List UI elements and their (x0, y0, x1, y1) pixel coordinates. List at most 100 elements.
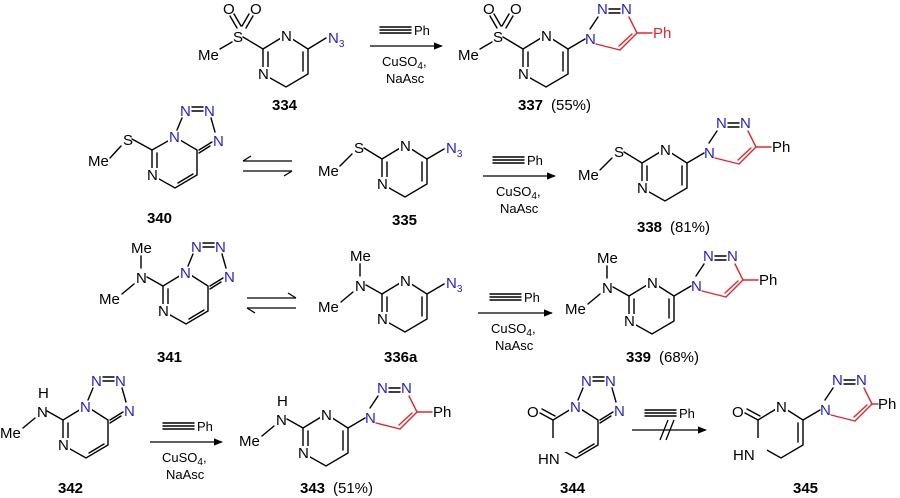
ring-nitrogen: N (647, 275, 658, 292)
triazole-nitrogen: N (377, 380, 388, 397)
hydrogen-atom: H (277, 393, 288, 410)
phenyl-label: Ph (433, 404, 451, 421)
reaction-arrow: Ph CuSO4, NaAsc (478, 290, 553, 353)
phenyl-label: Ph (679, 406, 695, 421)
azide-group: N3 (328, 30, 345, 50)
ring-nitrogen: N (377, 311, 388, 328)
compound-343: N N N H Me N N N Ph (239, 380, 451, 467)
ring-nitrogen: N (400, 273, 411, 290)
phenyl-label: Ph (527, 153, 543, 168)
tetrazole-nitrogen: N (169, 129, 180, 146)
compound-335: N N S Me N3 (318, 138, 463, 198)
triazole-nitrogen: N (691, 278, 702, 295)
phenyl-label: Ph (772, 139, 790, 156)
ring-nitrogen: N (258, 66, 269, 83)
phenyl-label: Ph (878, 396, 896, 413)
conditions-ascorbate: NaAsc (166, 467, 205, 482)
sulfur-atom: S (123, 132, 133, 149)
ring-nitrogen: N (321, 407, 332, 424)
conditions-copper: CuSO4, (496, 184, 541, 202)
compound-334: N N S O O Me N3 (198, 1, 345, 88)
oxygen-atom: O (527, 404, 539, 421)
compound-label: 345 (793, 480, 818, 497)
azide-group: N3 (446, 275, 463, 295)
ring-nitrogen: N (298, 445, 309, 462)
phenyl-label: Ph (414, 23, 430, 38)
methyl-group: Me (565, 301, 586, 318)
blocked-reaction-arrow: Ph (632, 406, 707, 441)
ring-nitrogen: N (637, 180, 648, 197)
phenyl-label: Ph (759, 272, 777, 289)
ring-nitrogen: N (518, 66, 529, 83)
methyl-group: Me (88, 153, 109, 170)
tetrazole-nitrogen: N (605, 373, 616, 390)
compound-342: N N N N N N H Me (0, 373, 135, 459)
triazole-nitrogen: N (401, 380, 412, 397)
oxygen-atom: O (223, 1, 235, 18)
tetrazole-nitrogen: N (180, 103, 191, 120)
oxygen-atom: O (250, 1, 262, 18)
methyl-group: Me (597, 250, 618, 267)
methyl-group: Me (131, 240, 152, 257)
conditions-copper: CuSO4, (162, 450, 207, 468)
methyl-group: Me (318, 163, 339, 180)
lactam-nh: HN (538, 451, 560, 468)
compound-label: 343 (300, 480, 325, 497)
compound-label: 338 (637, 219, 662, 236)
amine-nitrogen: N (355, 278, 366, 295)
compound-label: 336a (384, 349, 418, 366)
ring-nitrogen: N (377, 176, 388, 193)
compound-label: 344 (560, 480, 586, 497)
compound-341: N N N N N N Me Me (99, 239, 235, 325)
compound-345: N HN O N N N Ph (732, 372, 896, 464)
compound-338: N N S Me N N N Ph (578, 115, 790, 202)
yield-label: (81%) (670, 219, 710, 236)
tetrazole-nitrogen: N (215, 239, 226, 256)
equilibrium-arrows (242, 155, 293, 177)
reaction-arrow: Ph CuSO4, NaAsc (150, 419, 223, 482)
tetrazole-nitrogen: N (115, 373, 126, 390)
methyl-group: Me (318, 299, 339, 316)
compound-label: 342 (58, 480, 83, 497)
triazole-nitrogen: N (740, 115, 751, 132)
yield-label: (55%) (551, 97, 591, 114)
ring-nitrogen: N (660, 142, 671, 159)
methyl-group: Me (578, 167, 599, 184)
ring-nitrogen: N (147, 167, 158, 184)
lactam-nh: HN (733, 447, 755, 464)
conditions-ascorbate: NaAsc (500, 201, 539, 216)
yield-label: (68%) (659, 349, 699, 366)
methyl-group: Me (198, 47, 219, 64)
tetrazole-nitrogen: N (124, 403, 135, 420)
ring-nitrogen: N (281, 28, 292, 45)
phenyl-label: Ph (197, 419, 213, 434)
compound-344: HN N N N N O (527, 373, 625, 468)
tetrazole-nitrogen: N (213, 133, 224, 150)
compound-label: 337 (518, 97, 543, 114)
tetrazole-nitrogen: N (570, 399, 581, 416)
tetrazole-nitrogen: N (191, 239, 202, 256)
triazole-nitrogen: N (585, 31, 596, 48)
triazole-nitrogen: N (716, 115, 727, 132)
methyl-group: Me (350, 248, 371, 265)
ring-nitrogen: N (541, 28, 552, 45)
amine-nitrogen: N (276, 412, 287, 429)
compound-340: N N N N N S Me (88, 103, 224, 189)
yield-label: (51%) (333, 480, 373, 497)
conditions-copper: CuSO4, (491, 321, 536, 339)
ring-nitrogen: N (58, 437, 69, 454)
tetrazole-nitrogen: N (204, 103, 215, 120)
tetrazole-nitrogen: N (614, 403, 625, 420)
triazole-nitrogen: N (597, 1, 608, 18)
reaction-arrow: Ph CuSO4, NaAsc (370, 23, 443, 86)
triazole-nitrogen: N (727, 248, 738, 265)
triazole-nitrogen: N (704, 145, 715, 162)
methyl-group: Me (0, 425, 21, 442)
tetrazole-nitrogen: N (581, 373, 592, 390)
sulfur-atom: S (233, 29, 243, 46)
phenyl-label: Ph (524, 290, 540, 305)
compound-336a: N N N Me Me N3 (318, 248, 463, 333)
phenyl-label: Ph (653, 25, 671, 42)
compound-label: 339 (626, 349, 651, 366)
